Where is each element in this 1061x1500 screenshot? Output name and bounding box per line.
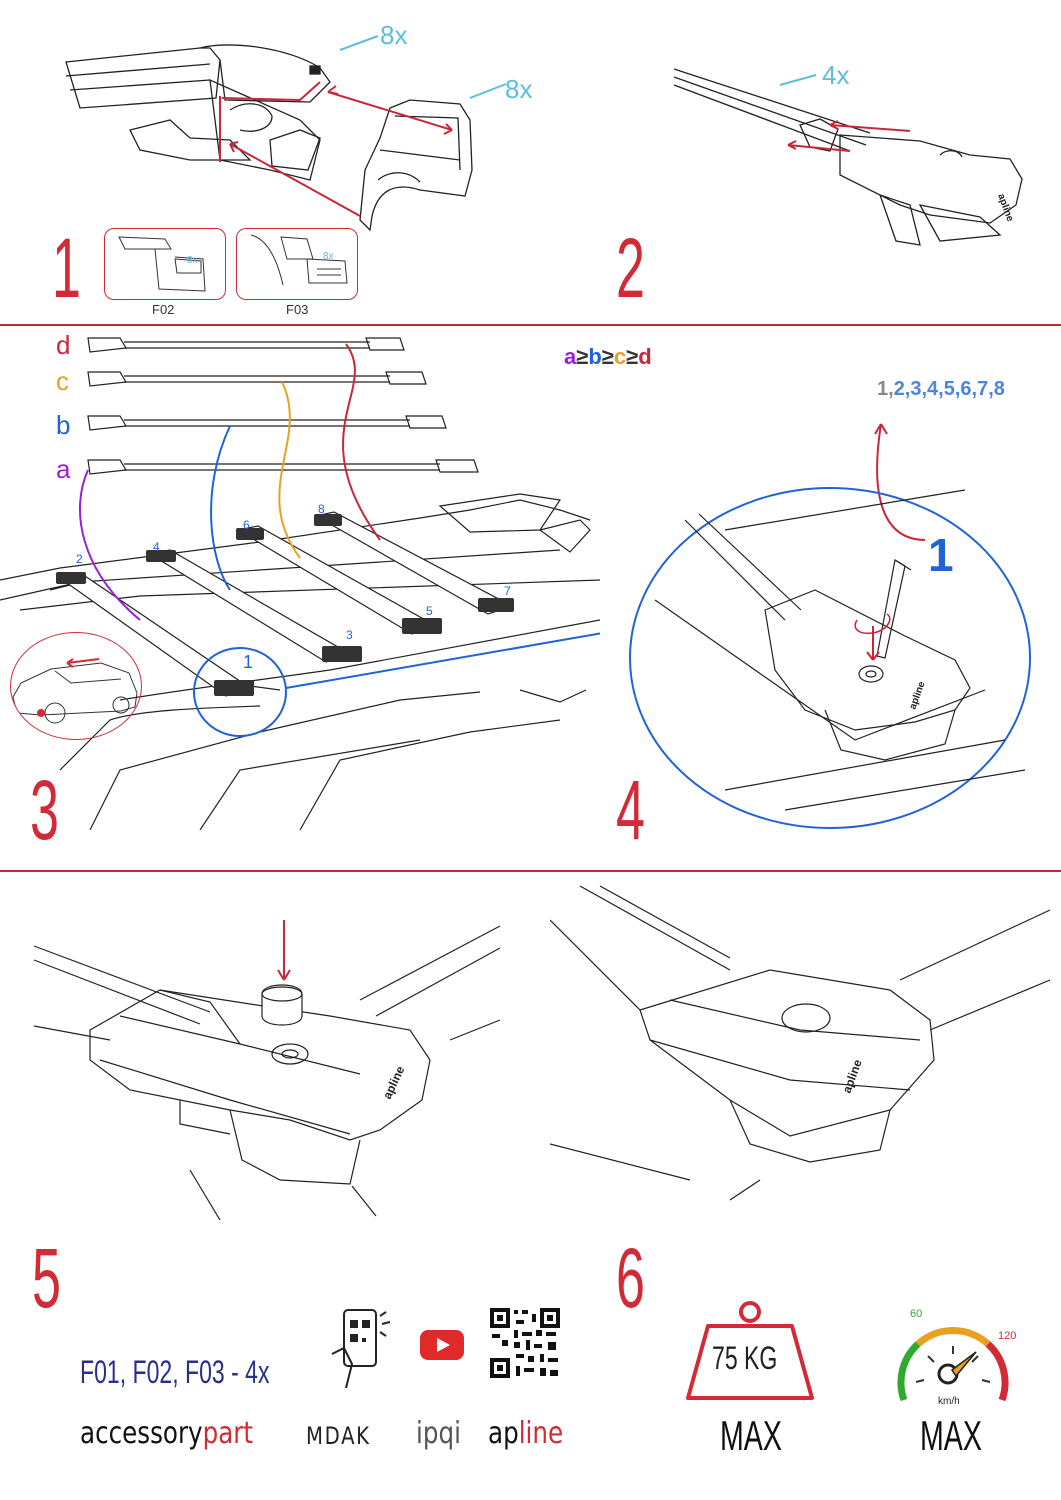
- step1-illustration: [65, 35, 507, 232]
- pos-label-8: 8: [318, 502, 325, 516]
- speed-high-label: 120: [998, 1330, 1017, 1342]
- pos-label-1: 1: [243, 652, 254, 672]
- step2-illustration: apline: [673, 68, 1023, 246]
- youtube-icon: [420, 1330, 464, 1360]
- order-b: b: [588, 344, 602, 369]
- step2-qty: 4x: [822, 60, 850, 90]
- f02-sketch: [118, 236, 206, 292]
- f03-sketch: [250, 234, 348, 286]
- step1-qty-right: 8x: [505, 74, 533, 104]
- order-c: c: [613, 344, 627, 369]
- step1-number: 1: [52, 221, 81, 315]
- step3-number: 3: [30, 763, 59, 857]
- step6-brand-mark: apline: [840, 1057, 865, 1095]
- step5-number: 5: [32, 1231, 61, 1325]
- pos-label-2: 2: [76, 552, 83, 566]
- step1-qty-top: 8x: [380, 20, 408, 50]
- car-sketch: [12, 658, 138, 724]
- brand-apline-b: line: [518, 1416, 564, 1451]
- brand-mdak: MDAK: [306, 1422, 371, 1450]
- step4-callout: 1: [928, 529, 954, 581]
- tighten-sequence: 1,2,3,4,5,6,7,8: [877, 378, 1005, 401]
- bar-label-b: b: [56, 410, 71, 440]
- tighten-sequence-rest: 2,3,4,5,6,7,8: [893, 378, 1005, 400]
- f02-caption: F02: [152, 302, 175, 317]
- speed-unit-label: km/h: [938, 1396, 960, 1407]
- bar-order-legend: a≥b≥c≥d: [564, 344, 652, 370]
- brand-apline-a: ap: [488, 1416, 519, 1451]
- step5-illustration: apline: [33, 920, 501, 1220]
- f03-caption: F03: [286, 302, 309, 317]
- weight-label: 75 KG: [712, 1340, 778, 1376]
- pos-label-7: 7: [504, 584, 511, 598]
- phone-scan-icon: [331, 1309, 391, 1389]
- bar-label-a: a: [56, 454, 71, 484]
- step3-connectors: [78, 343, 381, 621]
- brand-accessorypart: accessorypart: [80, 1416, 253, 1451]
- step2-number: 2: [616, 221, 645, 315]
- order-ge-1: ≥: [576, 344, 589, 369]
- bar-label-d: d: [56, 330, 71, 360]
- step6-number: 6: [616, 1231, 645, 1325]
- bar-label-c: c: [56, 366, 69, 396]
- pos-label-6: 6: [243, 518, 250, 532]
- pos-label-5: 5: [426, 604, 433, 618]
- divider-middle: [0, 870, 1061, 872]
- f03-qty: 8x: [323, 251, 334, 262]
- highlight-circle: [193, 647, 287, 737]
- order-a: a: [564, 344, 577, 369]
- pos-label-4: 4: [153, 540, 160, 554]
- step1-inset-f02: 8x: [104, 228, 226, 300]
- car-direction-inset: [10, 632, 142, 740]
- detail-circle: [629, 487, 1031, 829]
- tighten-sequence-first: 1,: [877, 378, 894, 400]
- speed-low-label: 60: [910, 1308, 923, 1320]
- pos-label-3: 3: [346, 628, 353, 642]
- order-d: d: [638, 344, 652, 369]
- step3-bars-illustration: [87, 337, 479, 475]
- step4-number: 4: [616, 763, 645, 857]
- parts-quantity: F01, F02, F03 - 4x: [80, 1354, 270, 1390]
- f02-qty: 8x: [187, 255, 198, 266]
- step4-detail: apline: [629, 423, 1031, 829]
- order-ge-3: ≥: [626, 344, 639, 369]
- step4-brand-mark: apline: [907, 680, 927, 711]
- weight-icon: [686, 1301, 814, 1400]
- qr-code-icon: [488, 1306, 562, 1380]
- brand-ipqi: ipqi: [416, 1416, 461, 1451]
- step5-brand-mark: apline: [380, 1064, 407, 1102]
- step6-illustration: apline: [550, 885, 1050, 1201]
- step1-inset-f03: 8x: [236, 228, 358, 300]
- weight-max-label: MAX: [720, 1412, 782, 1459]
- brand-apline: apline: [488, 1416, 563, 1451]
- speedometer-icon: [897, 1327, 1009, 1402]
- divider-top: [0, 324, 1061, 326]
- order-ge-2: ≥: [601, 344, 614, 369]
- brand-accessorypart-a: accessory: [80, 1416, 203, 1451]
- brand-accessorypart-b: part: [202, 1416, 254, 1451]
- speed-max-label: MAX: [920, 1412, 982, 1459]
